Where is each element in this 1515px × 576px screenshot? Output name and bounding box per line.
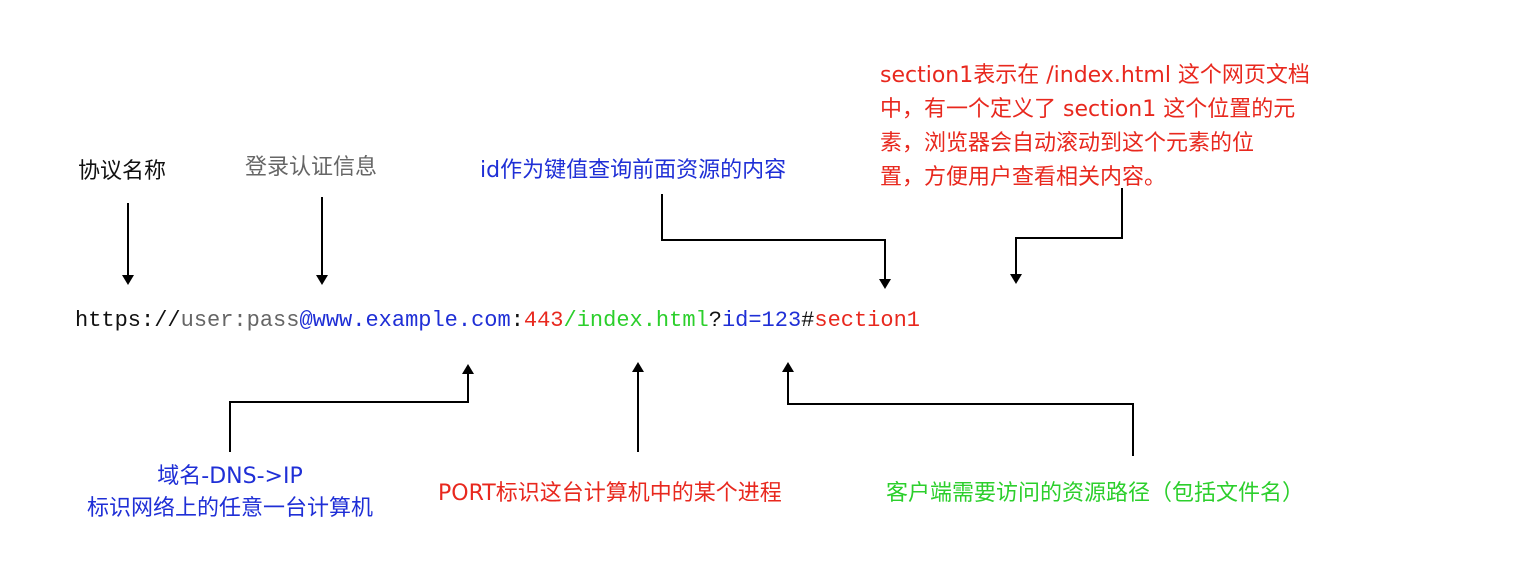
port-label: PORT标识这台计算机中的某个进程 (438, 481, 782, 506)
url-at-sign: @ (299, 308, 313, 333)
query-label: id作为键值查询前面资源的内容 (480, 158, 787, 183)
url-scheme: https:// (75, 308, 181, 333)
url-query: id=123 (721, 308, 802, 333)
fragment-description-line: section1表示在 /index.html 这个网页文档 (880, 63, 1310, 88)
domain-label: 域名-DNS->IP 标识网络上的任意一台计算机 (50, 461, 410, 525)
url-query-separator: ? (708, 308, 722, 333)
fragment-description-line: 置，方便用户查看相关内容。 (880, 165, 1167, 190)
fragment-description-line: 中，有一个定义了 section1 这个位置的元 (880, 97, 1296, 122)
domain-arrow (229, 364, 474, 452)
url-userinfo: user:pass (180, 308, 300, 333)
fragment-arrow (1010, 188, 1123, 284)
domain-label-line: 标识网络上的任意一台计算机 (86, 496, 373, 521)
url-host: www.example.com (312, 308, 511, 333)
url-fragment: section1 (814, 308, 920, 333)
url-path: /index.html (563, 308, 709, 333)
path-arrow (782, 362, 1134, 456)
url-port: 443 (523, 308, 564, 333)
url-line: https://user:pass@www.example.com:443/in… (75, 306, 920, 336)
url-port-separator: : (510, 308, 524, 333)
fragment-description-line: 素，浏览器会自动滚动到这个元素的位 (880, 131, 1255, 156)
path-label: 客户端需要访问的资源路径（包括文件名） (886, 481, 1305, 506)
query-arrow (661, 194, 891, 289)
protocol-label: 协议名称 (78, 159, 167, 184)
domain-label-line: 域名-DNS->IP (157, 464, 303, 489)
fragment-description: section1表示在 /index.html 这个网页文档 中，有一个定义了 … (880, 59, 1310, 195)
auth-label: 登录认证信息 (245, 155, 378, 180)
url-fragment-separator: # (801, 308, 815, 333)
